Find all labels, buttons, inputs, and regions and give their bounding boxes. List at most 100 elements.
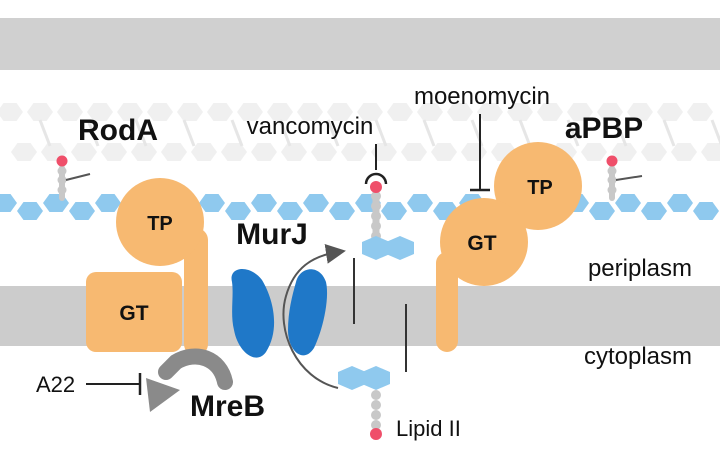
peptide-crosslink	[86, 119, 100, 147]
peptide-crosslink	[278, 119, 292, 147]
glycan-hexagon	[221, 143, 247, 161]
outer-membrane-band	[0, 18, 720, 70]
peptidoglycan-mesh-background	[0, 103, 720, 161]
apbp-gt-label: GT	[467, 232, 496, 255]
glycan-hexagon	[687, 103, 713, 121]
glycan-hexagon	[43, 194, 69, 212]
peptide-crosslink	[134, 119, 148, 147]
roda-tp-label: TP	[147, 213, 173, 235]
glycan-hexagon	[251, 194, 277, 212]
cytoplasmic-lipid-ii	[338, 304, 407, 440]
vancomycin-label: vancomycin	[247, 113, 374, 140]
glycan-hexagon	[225, 202, 251, 220]
roda-gt-label: GT	[119, 302, 148, 325]
glycan-hexagon	[57, 103, 83, 121]
glycan-hexagon	[0, 194, 17, 212]
glycan-hexagon	[581, 143, 607, 161]
apbp-label: aPBP	[565, 112, 643, 145]
glycan-hexagon	[71, 143, 97, 161]
flipped-lipid-ii	[353, 181, 414, 324]
peptide-crosslink	[710, 119, 720, 145]
glycan-hexagon	[101, 143, 127, 161]
glycan-hexagon	[207, 103, 233, 121]
cytoplasm-label: cytoplasm	[584, 343, 692, 370]
periplasm-label: periplasm	[588, 255, 692, 282]
glycan-hexagon	[447, 103, 473, 121]
glycan-hexagon	[311, 143, 337, 161]
glycan-hexagon	[641, 143, 667, 161]
mreb-arrow	[146, 348, 233, 412]
glycan-hexagon	[131, 143, 157, 161]
a22-inhibitor-icon	[86, 373, 142, 395]
roda-tp-domain	[116, 178, 204, 266]
apbp-tp-domain	[494, 142, 582, 230]
murj-label: MurJ	[236, 218, 308, 251]
roda-gt-domain	[86, 272, 182, 352]
vancomycin-binding-icon	[364, 144, 388, 185]
peptide-crosslink	[374, 119, 388, 147]
glycan-hexagon	[199, 194, 225, 212]
peptide-crosslink	[182, 119, 196, 147]
glycan-hexagon	[671, 143, 697, 161]
glycan-hexagon	[237, 103, 263, 121]
glycan-hexagon	[507, 103, 533, 121]
a22-label: A22	[36, 372, 75, 397]
peptide-crosslink	[38, 119, 52, 147]
glycan-hexagon	[589, 202, 615, 220]
glycan-hexagon	[357, 103, 383, 121]
glycan-hexagon	[381, 202, 407, 220]
murj-flippase	[231, 268, 328, 358]
glycan-hexagon	[327, 103, 353, 121]
glycan-hexagon	[69, 202, 95, 220]
glycan-hexagon	[303, 194, 329, 212]
apbp-tp-label: TP	[527, 177, 553, 199]
glycan-hexagon	[95, 194, 121, 212]
glycan-hexagon	[693, 202, 719, 220]
apbp-gt-domain	[440, 198, 528, 286]
glycan-hexagon	[329, 202, 355, 220]
glycan-hexagon	[161, 143, 187, 161]
glycan-hexagon	[597, 103, 623, 121]
glycan-hexagon	[0, 103, 23, 121]
glycan-hexagon	[27, 103, 53, 121]
peptide-crosslink	[326, 119, 340, 147]
glycan-hexagon	[537, 103, 563, 121]
glycan-strand	[0, 194, 719, 220]
peptide-crosslink	[230, 119, 244, 147]
glycan-hexagon	[17, 202, 43, 220]
glycan-hexagon	[191, 143, 217, 161]
peptide-crosslink	[422, 119, 436, 147]
glycan-hexagon	[147, 103, 173, 121]
pg-lipid-stalk-right	[606, 155, 643, 201]
peptide-crosslink	[614, 119, 628, 147]
glycan-hexagon	[277, 202, 303, 220]
glycan-hexagon	[477, 103, 503, 121]
glycan-hexagon	[281, 143, 307, 161]
glycan-hexagon	[641, 202, 667, 220]
glycan-hexagon	[297, 103, 323, 121]
glycan-hexagon	[11, 143, 37, 161]
moenomycin-inhibitor-icon	[470, 114, 490, 192]
glycan-hexagon	[657, 103, 683, 121]
glycan-hexagon	[567, 103, 593, 121]
glycan-hexagon	[407, 194, 433, 212]
glycan-hexagon	[611, 143, 637, 161]
peptide-crosslink	[662, 119, 676, 147]
mreb-label: MreB	[190, 390, 265, 423]
roda-label: RodA	[78, 114, 158, 147]
moenomycin-label: moenomycin	[414, 83, 550, 110]
apbp-complex: TP GT	[436, 142, 582, 352]
glycan-hexagon	[251, 143, 277, 161]
glycan-hexagon	[627, 103, 653, 121]
apbp-stalk	[436, 252, 458, 352]
glycan-hexagon	[87, 103, 113, 121]
glycan-hexagon	[387, 103, 413, 121]
glycan-hexagon	[177, 103, 203, 121]
glycan-hexagon	[401, 143, 427, 161]
peptide-crosslink	[518, 119, 532, 147]
roda-complex: TP GT	[86, 178, 208, 356]
murj-transport-arrow	[282, 243, 346, 389]
glycan-hexagon	[417, 103, 443, 121]
lipid-ii-label: Lipid II	[396, 416, 461, 441]
